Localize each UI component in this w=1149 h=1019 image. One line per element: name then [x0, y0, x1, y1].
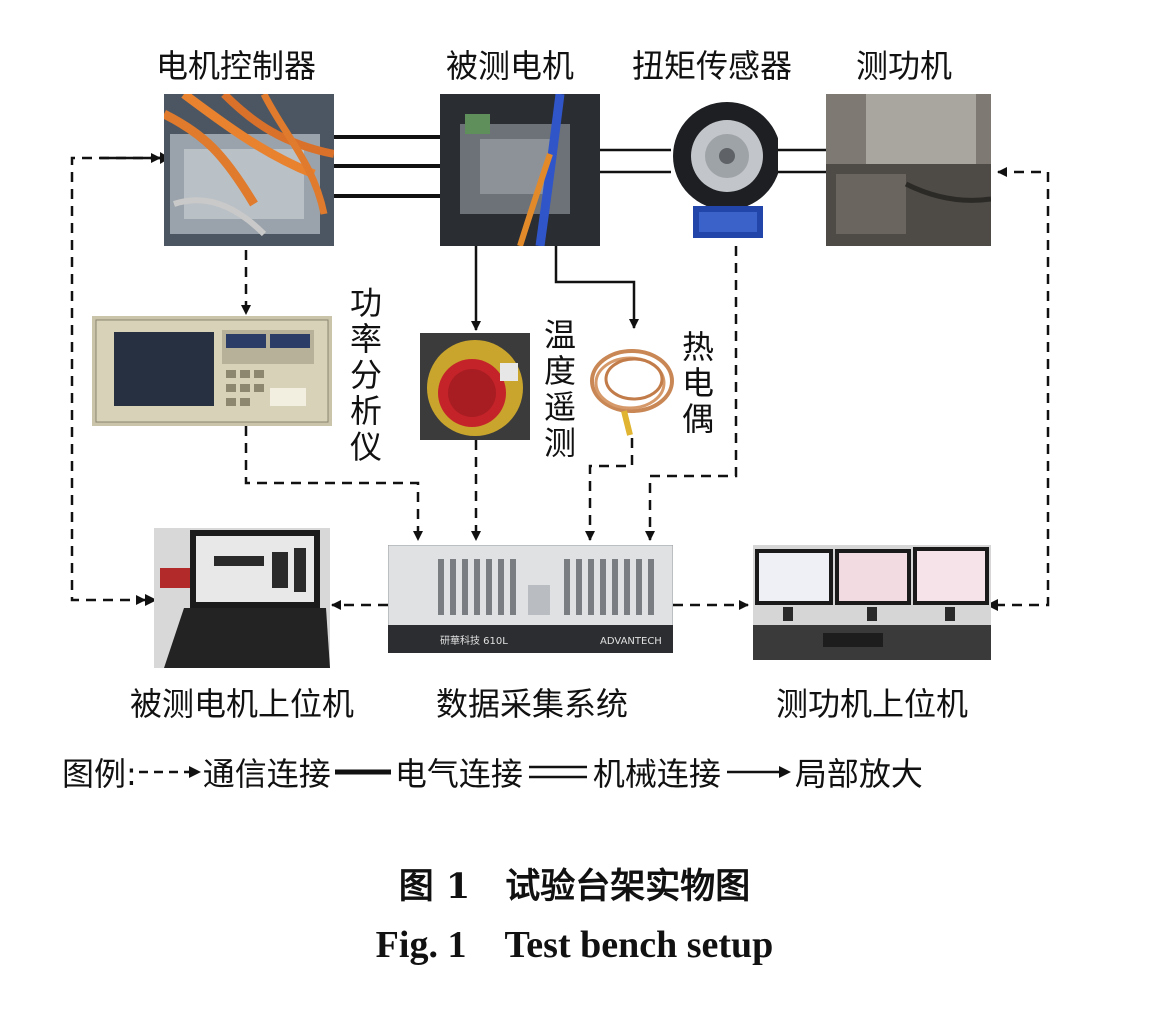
torque-sensor-photo — [671, 94, 778, 246]
daq-brand-text-left: 研華科技 610L — [440, 634, 508, 647]
power-analyzer-label-text: 功率分析仪 — [345, 286, 383, 466]
zoom-connection — [471, 246, 639, 331]
legend-electrical-label: 电气连接 — [394, 755, 523, 793]
power-analyzer-label: 功率分析仪 — [344, 286, 384, 466]
legend-mechanical-label: 机械连接 — [592, 755, 721, 793]
temperature-telemetry-photo — [420, 333, 530, 440]
temp-telemetry-label-text: 温度遥测 — [539, 318, 577, 462]
dynamometer-label: 测功机 — [856, 47, 953, 85]
motor-controller-photo — [164, 94, 334, 246]
mechanical-connection — [600, 148, 826, 174]
legend-dashed-arrow-icon — [138, 766, 201, 778]
legend-electrical-line-icon — [334, 769, 391, 775]
torque-sensor-label: 扭矩传感器 — [632, 47, 793, 85]
daq-system-label: 数据采集系统 — [436, 685, 629, 723]
motor-controller-label: 电机控制器 — [156, 47, 317, 85]
dynamometer-photo — [826, 94, 991, 246]
motor-host-pc-label: 被测电机上位机 — [130, 685, 355, 723]
legend-comm-label: 通信连接 — [202, 755, 331, 793]
daq-brand-text-right: ADVANTECH — [600, 636, 662, 647]
thermocouple-photo — [584, 333, 680, 438]
power-analyzer-photo — [92, 316, 332, 426]
daq-system-photo: 研華科技 610L ADVANTECH — [388, 545, 673, 653]
motor-under-test-label: 被测电机 — [446, 47, 575, 85]
temp-telemetry-label: 温度遥测 — [538, 318, 578, 462]
legend-prefix: 图例: — [62, 755, 137, 793]
legend: 图例: 通信连接 电气连接 机械连接 局部放大 — [62, 752, 923, 793]
figure-caption-en: Fig. 1 Test bench setup — [375, 924, 774, 966]
thermocouple-label-text: 热电偶 — [677, 330, 715, 438]
motor-under-test-photo — [440, 94, 600, 246]
electrical-connection — [333, 135, 440, 198]
legend-solid-arrow-icon — [726, 766, 791, 778]
thermocouple-label: 热电偶 — [676, 330, 716, 438]
legend-mechanical-line-icon — [528, 765, 587, 779]
communication-connection — [70, 153, 1050, 610]
dyno-host-pc-label: 测功机上位机 — [776, 685, 969, 723]
dyno-host-pc-photo — [753, 545, 991, 660]
motor-host-pc-photo — [154, 528, 330, 668]
legend-zoom-label: 局部放大 — [794, 755, 923, 793]
figure-caption-cn: 图 1 试验台架实物图 — [398, 866, 751, 907]
